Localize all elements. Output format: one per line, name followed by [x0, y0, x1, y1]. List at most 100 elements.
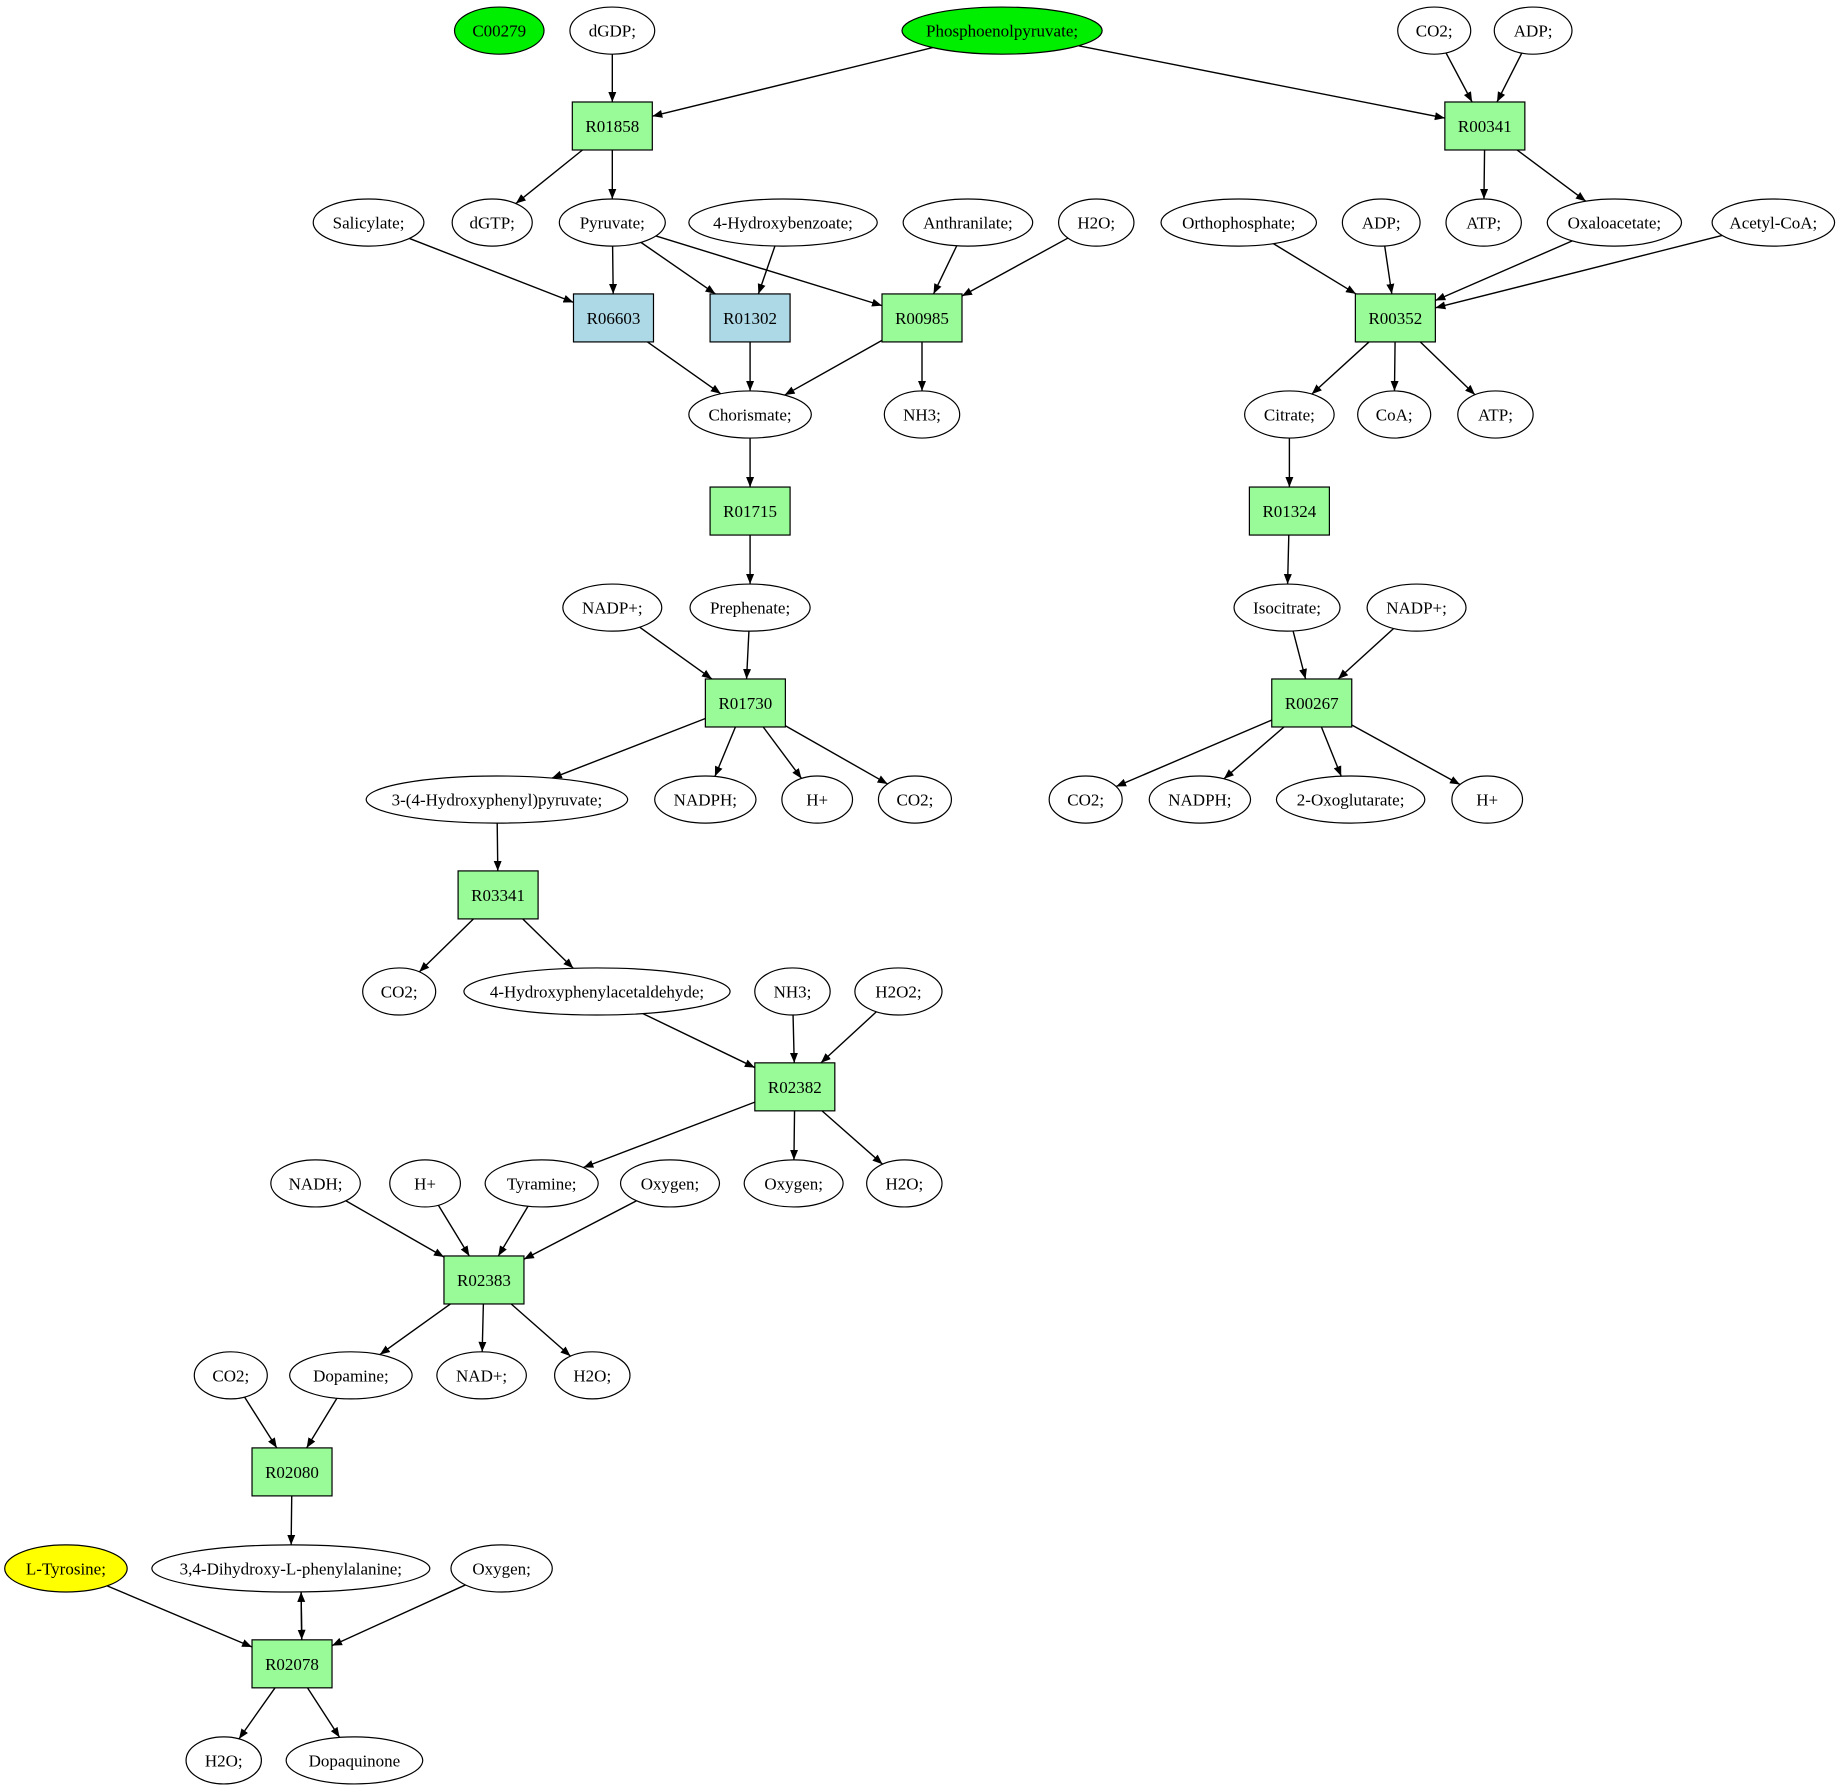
node-label: dGDP; — [589, 22, 636, 41]
node-label: CO2; — [1416, 22, 1453, 41]
compound-node-oxygen_b[interactable]: Oxygen; — [743, 1159, 844, 1208]
compound-node-tyramine[interactable]: Tyramine; — [484, 1159, 599, 1208]
compound-node-atp_a[interactable]: ATP; — [1445, 198, 1522, 247]
compound-node-c00279[interactable]: C00279 — [453, 6, 545, 55]
nodes-layer: C00279 dGDP; Phosphoenolpyruvate; CO2; ADP; R… — [4, 6, 1836, 1785]
compound-node-citrate[interactable]: Citrate; — [1244, 390, 1335, 439]
compound-ellipse — [312, 198, 425, 247]
compound-node-pep[interactable]: Phosphoenolpyruvate; — [901, 6, 1103, 55]
compound-node-dopa[interactable]: 3,4-Dihydroxy-L-phenylalanine; — [151, 1544, 431, 1593]
edge-h2o_a-to-r00985 — [961, 237, 1069, 297]
compound-ellipse — [902, 198, 1034, 247]
node-label: NAD+; — [456, 1366, 507, 1385]
compound-node-oxygen_a[interactable]: Oxygen; — [619, 1159, 721, 1208]
compound-node-oxoglutarate[interactable]: 2-Oxoglutarate; — [1275, 775, 1426, 824]
compound-node-coa[interactable]: CoA; — [1357, 390, 1432, 439]
compound-node-chorismate[interactable]: Chorismate; — [688, 390, 812, 439]
compound-ellipse — [883, 390, 961, 439]
node-label: Phosphoenolpyruvate; — [926, 22, 1078, 41]
edge-r01730-to-nadph_a — [714, 726, 737, 777]
compound-node-anthranilate[interactable]: Anthranilate; — [902, 198, 1034, 247]
edge-adp_b-to-r00352 — [1384, 245, 1395, 295]
compound-node-nh3_b[interactable]: NH3; — [754, 967, 831, 1016]
node-label: Chorismate; — [709, 405, 792, 424]
compound-node-hplus_a[interactable]: H+ — [781, 775, 854, 824]
compound-node-hpa[interactable]: 4-Hydroxyphenylacetaldehyde; — [463, 967, 731, 1016]
edge-nadp_a-to-r01730 — [639, 626, 713, 680]
compound-node-nadh[interactable]: NADH; — [270, 1159, 361, 1208]
reaction-node-r00341[interactable]: R00341 — [1444, 101, 1526, 151]
compound-node-h2o_d[interactable]: H2O; — [185, 1736, 263, 1785]
reaction-node-r06603[interactable]: R06603 — [572, 293, 655, 343]
edge-r01730-to-hplus_a — [762, 726, 803, 779]
reaction-node-r01302[interactable]: R01302 — [709, 293, 791, 343]
compound-node-h2o_a[interactable]: H2O; — [1057, 198, 1135, 247]
compound-node-dopamine[interactable]: Dopamine; — [289, 1351, 413, 1400]
compound-ellipse — [558, 198, 666, 247]
compound-node-hplus_b[interactable]: H+ — [1451, 775, 1524, 824]
compound-node-h2o2[interactable]: H2O2; — [854, 967, 943, 1016]
compound-node-acetylcoa[interactable]: Acetyl-CoA; — [1711, 198, 1836, 247]
compound-node-isocitrate[interactable]: Isocitrate; — [1233, 583, 1341, 632]
compound-node-co2_c[interactable]: CO2; — [1048, 775, 1123, 824]
compound-node-prephenate[interactable]: Prephenate; — [689, 583, 811, 632]
compound-node-nadph_b[interactable]: NADPH; — [1148, 775, 1252, 824]
compound-node-adp_a[interactable]: ADP; — [1493, 6, 1573, 55]
compound-node-co2_a[interactable]: CO2; — [1397, 6, 1472, 55]
compound-ellipse — [193, 1351, 268, 1400]
compound-node-co2_b[interactable]: CO2; — [877, 775, 953, 824]
reaction-node-r03341[interactable]: R03341 — [457, 870, 539, 920]
compound-node-salicylate[interactable]: Salicylate; — [312, 198, 425, 247]
compound-node-co2_e[interactable]: CO2; — [193, 1351, 268, 1400]
reaction-node-r02080[interactable]: R02080 — [251, 1447, 333, 1497]
compound-node-nadp_a[interactable]: NADP+; — [562, 583, 663, 632]
compound-node-dgtp[interactable]: dGTP; — [451, 198, 533, 247]
reaction-node-r01324[interactable]: R01324 — [1248, 486, 1330, 536]
node-label: Dopaquinone — [309, 1751, 401, 1770]
compound-node-atp_b[interactable]: ATP; — [1457, 390, 1534, 439]
compound-node-h2o_c[interactable]: H2O; — [554, 1351, 631, 1400]
compound-node-oxygen_c[interactable]: Oxygen; — [450, 1544, 553, 1593]
edge-r00341-to-oxaloacetate — [1516, 149, 1587, 202]
reaction-node-r02078[interactable]: R02078 — [251, 1639, 333, 1689]
reaction-node-r01858[interactable]: R01858 — [571, 101, 653, 151]
compound-node-nadph_a[interactable]: NADPH; — [654, 775, 757, 824]
node-label: R01302 — [723, 309, 777, 328]
edge-hplus_c-to-r02383 — [437, 1204, 470, 1257]
reaction-node-r01715[interactable]: R01715 — [709, 486, 791, 536]
compound-node-hplus_c[interactable]: H+ — [389, 1159, 462, 1208]
compound-node-nadp_b[interactable]: NADP+; — [1366, 583, 1467, 632]
edge-r02078-to-dopa — [297, 1591, 306, 1640]
edge-r00352-to-citrate — [1311, 341, 1370, 395]
compound-node-oxaloacetate[interactable]: Oxaloacetate; — [1546, 198, 1683, 247]
reaction-node-r00267[interactable]: R00267 — [1271, 678, 1353, 728]
compound-node-adp_b[interactable]: ADP; — [1341, 198, 1421, 247]
compound-ellipse — [1357, 390, 1432, 439]
reaction-node-r00985[interactable]: R00985 — [881, 293, 963, 343]
reaction-box — [1354, 293, 1436, 343]
compound-node-ltyrosine[interactable]: L-Tyrosine; — [4, 1544, 128, 1593]
compound-node-pyruvate[interactable]: Pyruvate; — [558, 198, 666, 247]
compound-node-dopaquinone[interactable]: Dopaquinone — [285, 1736, 424, 1785]
compound-node-hbz[interactable]: 4-Hydroxybenzoate; — [688, 198, 878, 247]
compound-node-h2o_b[interactable]: H2O; — [866, 1159, 943, 1208]
reaction-node-r00352[interactable]: R00352 — [1354, 293, 1436, 343]
compound-ellipse — [554, 1351, 631, 1400]
reaction-node-r02383[interactable]: R02383 — [443, 1255, 525, 1305]
compound-node-hpp[interactable]: 3-(4-Hydroxyphenyl)pyruvate; — [365, 775, 629, 824]
compound-ellipse — [1244, 390, 1335, 439]
edge-r00267-to-nadph_b — [1223, 726, 1285, 780]
compound-ellipse — [1048, 775, 1123, 824]
reaction-node-r02382[interactable]: R02382 — [754, 1062, 836, 1112]
compound-node-dgdp[interactable]: dGDP; — [569, 6, 656, 55]
edge-pyruvate-to-r06603 — [609, 246, 618, 294]
compound-node-orthophosphate[interactable]: Orthophosphate; — [1160, 198, 1318, 247]
compound-ellipse — [1493, 6, 1573, 55]
compound-node-co2_d[interactable]: CO2; — [362, 967, 437, 1016]
compound-node-nad[interactable]: NAD+; — [436, 1351, 527, 1400]
compound-ellipse — [151, 1544, 431, 1593]
reaction-node-r01730[interactable]: R01730 — [704, 678, 786, 728]
compound-ellipse — [362, 967, 437, 1016]
node-label: C00279 — [472, 22, 526, 41]
compound-node-nh3_a[interactable]: NH3; — [883, 390, 961, 439]
